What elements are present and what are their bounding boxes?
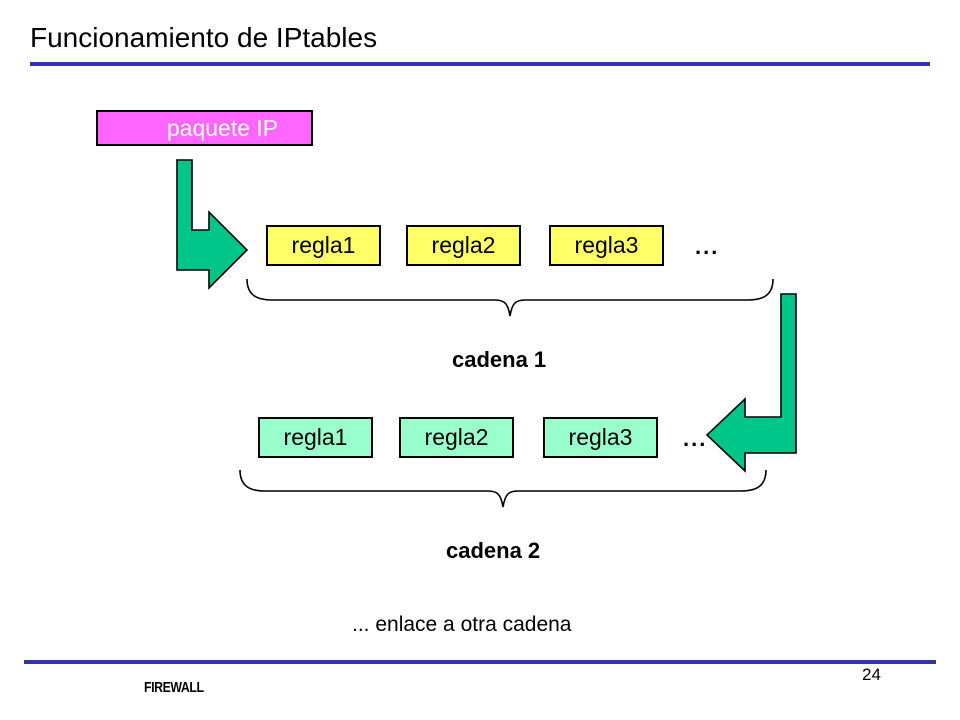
chain1-rule-1-label: regla1 — [291, 232, 356, 258]
page-number: 24 — [862, 665, 881, 684]
packet-ip-label: paquete IP — [166, 114, 279, 141]
packet-ip-box[interactable]: paquete IP — [96, 110, 318, 151]
chain2-rule-1-box[interactable]: regla1 — [258, 417, 378, 463]
page-title: Funcionamiento de IPtables — [30, 22, 378, 53]
chain1-rule-3-label: regla3 — [574, 232, 639, 258]
chain2-rule-1-label: regla1 — [283, 424, 348, 450]
chain2-label: cadena 2 — [446, 538, 541, 563]
chain2-rule-2-box[interactable]: regla2 — [399, 417, 519, 463]
link-note-text: ... enlace a otra cadena — [352, 613, 572, 636]
packet-to-chain1-arrow — [176, 159, 249, 290]
chain1-rule-2-label: regla2 — [431, 232, 496, 258]
chain1-label: cadena 1 — [452, 347, 547, 372]
footer-label: FIREWALL — [144, 679, 204, 696]
title-divider — [30, 62, 930, 66]
chain2-more-ellipsis: ... — [683, 426, 708, 451]
chain1-rule-1-box[interactable]: regla1 — [266, 225, 386, 271]
chain2-rule-3-box[interactable]: regla3 — [543, 417, 663, 463]
chain1-more-ellipsis: ... — [695, 234, 720, 259]
chain2-brace — [239, 469, 767, 508]
chain2-rule-3-label: regla3 — [568, 424, 633, 450]
chain1-rule-2-box[interactable]: regla2 — [406, 225, 526, 271]
chain1-brace — [246, 278, 774, 317]
footer-divider — [24, 660, 936, 664]
chain1-rule-3-box[interactable]: regla3 — [549, 225, 669, 271]
chain2-rule-2-label: regla2 — [424, 424, 489, 450]
chain1-to-chain2-arrow — [705, 293, 797, 473]
